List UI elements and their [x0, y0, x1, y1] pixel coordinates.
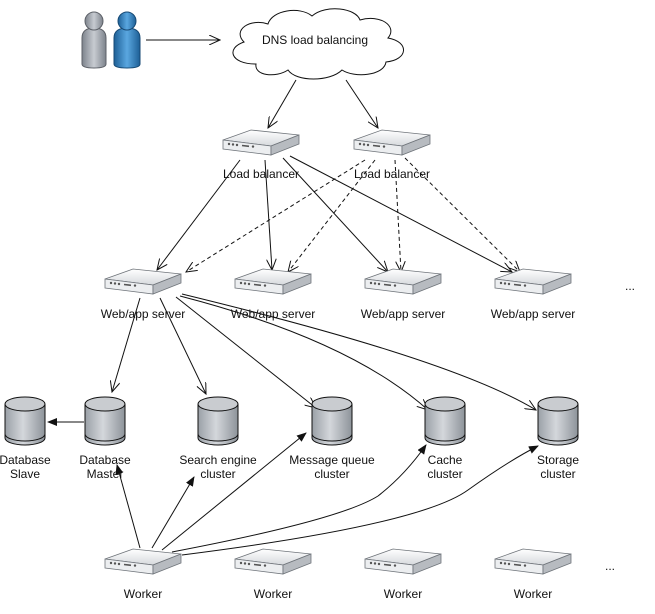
storage-cluster: Storage cluster: [537, 396, 579, 481]
web-server-2: Web/app server: [231, 268, 316, 321]
server-icon: [222, 129, 300, 156]
database-master-label-1: Database: [79, 453, 131, 467]
web-server-4-label: Web/app server: [491, 307, 576, 321]
worker-3-label: Worker: [384, 587, 422, 601]
dns-cloud-label: DNS load balancing: [262, 33, 368, 47]
edge-lb1-web4: [289, 155, 512, 272]
database-icon: [4, 396, 46, 446]
load-balancer-2-label: Load balancer: [354, 167, 430, 181]
web-server-1-label: Web/app server: [101, 307, 186, 321]
cloud-icon: [232, 8, 404, 80]
edge-worker-cache: [171, 444, 427, 553]
database-icon: [311, 396, 353, 446]
edge-web-dbmaster: [112, 297, 141, 392]
edge-worker-dbmaster: [115, 464, 141, 549]
web-server-2-label: Web/app server: [231, 307, 316, 321]
load-balancer-2: Load balancer: [353, 129, 431, 181]
load-balancer-1: Load balancer: [222, 129, 300, 181]
worker-1-label: Worker: [124, 587, 162, 601]
message-queue-label-1: Message queue: [289, 453, 375, 467]
server-icon: [364, 548, 442, 575]
edge-lb2-web3: [394, 159, 401, 272]
database-slave-label-2: Slave: [10, 467, 40, 481]
web-server-1: Web/app server: [101, 268, 186, 321]
edge-web-cache: [179, 295, 428, 410]
web-server-3: Web/app server: [361, 268, 446, 321]
cache-cluster: Cache cluster: [424, 396, 466, 481]
server-icon: [364, 268, 442, 295]
worker-4-label: Worker: [514, 587, 552, 601]
cache-cluster-label-2: cluster: [427, 467, 462, 481]
worker-4: Worker: [494, 548, 572, 601]
database-master-label-2: Master: [87, 467, 124, 481]
search-engine-label-1: Search engine: [179, 453, 257, 467]
storage-cluster-label-2: cluster: [540, 467, 575, 481]
user-gray-icon: [81, 11, 107, 69]
edge-worker-mq: [161, 432, 307, 551]
load-balancer-1-label: Load balancer: [223, 167, 299, 181]
edge-lb1-web3: [282, 157, 388, 272]
database-icon: [424, 396, 466, 446]
cache-cluster-label-1: Cache: [428, 453, 463, 467]
message-queue-cluster: Message queue cluster: [289, 396, 375, 481]
server-icon: [104, 548, 182, 575]
edge-lb2-web4: [404, 157, 520, 272]
server-icon: [104, 268, 182, 295]
message-queue-label-2: cluster: [314, 467, 349, 481]
dns-cloud: DNS load balancing: [232, 8, 404, 80]
worker-2-label: Worker: [254, 587, 292, 601]
database-icon: [84, 396, 126, 446]
edge-worker-search: [151, 476, 195, 549]
database-master: Database Master: [79, 396, 131, 481]
server-icon: [353, 129, 431, 156]
edge-dns-lb1: [268, 79, 297, 128]
database-icon: [197, 396, 239, 446]
web-server-4: Web/app server: [491, 268, 576, 321]
edge-lb2-web2: [288, 159, 376, 272]
user-blue-icon: [113, 11, 141, 69]
database-icon: [537, 396, 579, 446]
server-icon: [494, 548, 572, 575]
edge-lb2-web1: [186, 159, 366, 272]
worker-3: Worker: [364, 548, 442, 601]
database-slave-label-1: Database: [0, 453, 51, 467]
storage-cluster-label-1: Storage: [537, 453, 579, 467]
web-servers-ellipsis: ...: [625, 279, 635, 293]
worker-2: Worker: [234, 548, 312, 601]
edge-web-mq: [175, 296, 316, 408]
workers-ellipsis: ...: [605, 559, 615, 573]
edge-lb1-web2: [264, 159, 272, 270]
connectors: [47, 40, 539, 556]
worker-1: Worker: [104, 548, 182, 601]
server-icon: [494, 268, 572, 295]
server-icon: [234, 548, 312, 575]
edge-web-storage: [181, 293, 536, 410]
edge-web-search: [159, 297, 206, 394]
server-icon: [234, 268, 312, 295]
edge-lb1-web1: [157, 159, 241, 270]
database-slave: Database Slave: [0, 396, 51, 481]
web-server-3-label: Web/app server: [361, 307, 446, 321]
edge-worker-storage: [181, 445, 539, 556]
search-engine-label-2: cluster: [200, 467, 235, 481]
edge-dns-lb2: [345, 79, 378, 128]
users-icon: [81, 11, 141, 69]
search-engine-cluster: Search engine cluster: [179, 396, 257, 481]
